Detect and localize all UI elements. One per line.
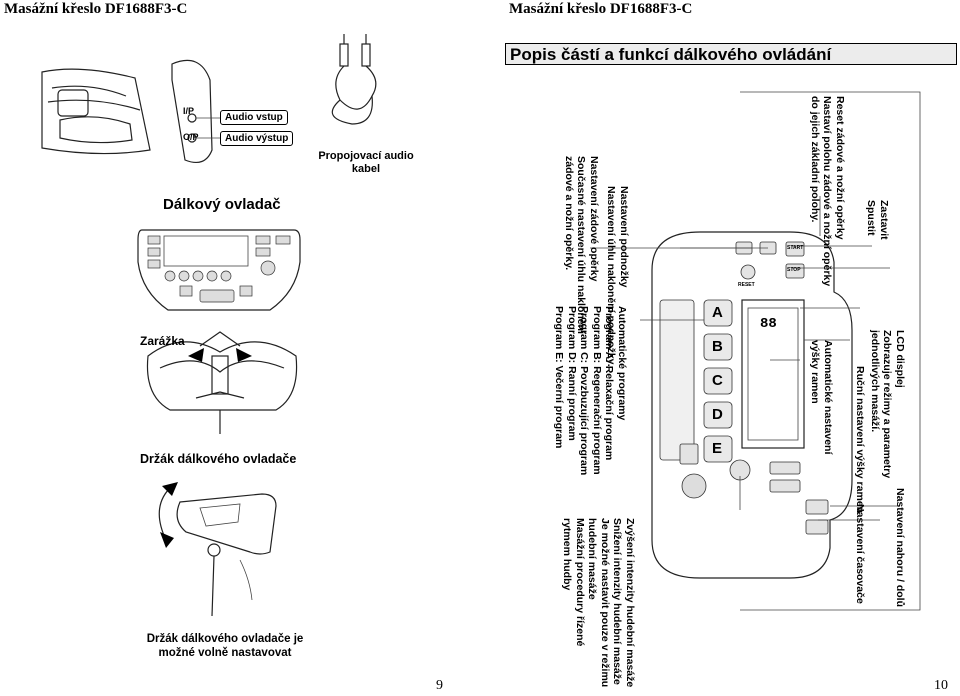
program-key-b[interactable]: B: [712, 338, 723, 355]
right-page-title: Popis částí a funkcí dálkového ovládání: [505, 43, 957, 65]
left-page-number: 9: [436, 678, 443, 693]
callout-shoulder-auto: Automatické nastavení výšky ramen: [809, 340, 835, 455]
latch-label: Zarážka: [140, 334, 185, 348]
callout-music: Zvýšení intenzity hudební masáže Snížení…: [561, 518, 637, 688]
latch-cradle-illustration: [146, 331, 298, 434]
callout-programs: Automatické programy Program A: Relaxačn…: [553, 306, 629, 476]
right-page-header: Masážní křeslo DF1688F3-C: [509, 1, 693, 17]
audio-out-jack-marker: O/P: [183, 132, 199, 142]
audio-in-jack-marker: I/P: [183, 106, 195, 116]
callout-up-down: Nastavení nahoru / dolů: [894, 488, 906, 608]
holder-label: Držák dálkového ovladače: [140, 452, 297, 466]
holder-caption: Držák dálkového ovladače je možné volně …: [146, 633, 304, 659]
start-button[interactable]: START: [787, 245, 804, 251]
reset-button[interactable]: RESET: [738, 282, 755, 288]
audio-in-label: Audio vstup: [220, 110, 288, 125]
callout-reset: Reset zádové a nožní opěrky Nastaví polo…: [809, 96, 846, 287]
program-key-a[interactable]: A: [712, 304, 723, 321]
remote-controller-label: Dálkový ovladač: [163, 196, 281, 213]
left-page-header: Masážní křeslo DF1688F3-C: [4, 1, 188, 17]
program-key-e[interactable]: E: [712, 440, 723, 457]
callout-stop-start: Zastavit Spustit: [865, 200, 891, 240]
audio-out-label: Audio výstup: [220, 131, 294, 146]
callout-shoulder-manual: Ruční nastavení výšky ramen: [854, 366, 866, 514]
callout-lcd: LCD displej Zobrazuje režimy a parametry…: [869, 330, 906, 479]
program-key-c[interactable]: C: [712, 372, 723, 389]
right-page-number: 10: [934, 678, 948, 693]
callout-timer: Nastavení časovače: [854, 504, 866, 604]
lcd-digits: 88: [760, 316, 777, 332]
holder-illustration: [158, 482, 277, 617]
stop-button[interactable]: STOP: [787, 267, 801, 273]
audio-cable-illustration: [331, 34, 377, 125]
remote-front-illustration: [137, 229, 301, 311]
program-key-d[interactable]: D: [712, 406, 723, 423]
audio-cable-label: Propojovací audio kabel: [318, 150, 414, 175]
